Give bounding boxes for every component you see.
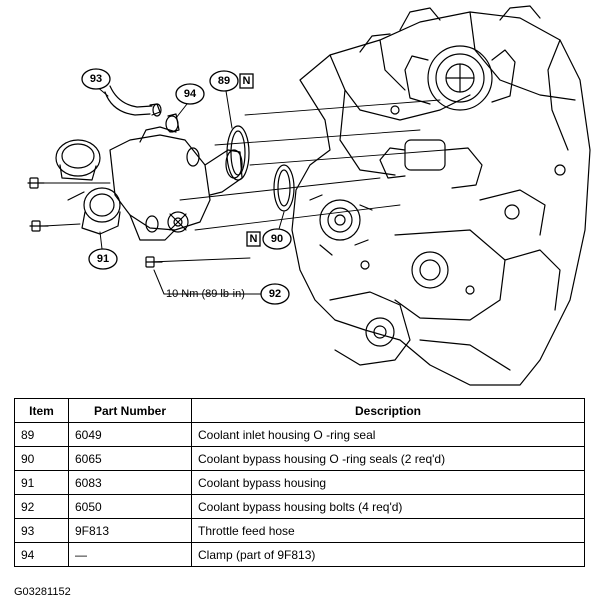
row-part-number: 6065 — [68, 446, 192, 471]
row-item: 89 — [14, 422, 69, 447]
torque-spec-label: 10 Nm (89 lb-in) — [166, 288, 245, 300]
row-part-number: 6049 — [68, 422, 192, 447]
table-header-row: Item Part Number Description — [14, 398, 585, 423]
row-description: Coolant inlet housing O -ring seal — [191, 422, 585, 447]
svg-text:90: 90 — [271, 233, 283, 245]
header-part-number: Part Number — [68, 398, 192, 423]
header-item: Item — [14, 398, 69, 423]
alignment-lines — [43, 99, 446, 263]
bypass-fitting — [145, 211, 189, 233]
callout-89: 89 — [209, 70, 239, 92]
row-item: 92 — [14, 494, 69, 519]
row-part-number: 6050 — [68, 494, 192, 519]
row-part-number: — — [68, 542, 192, 567]
callout-93: 93 — [81, 68, 111, 90]
row-description: Clamp (part of 9F813) — [191, 542, 585, 567]
row-item: 93 — [14, 518, 69, 543]
row-part-number: 9F813 — [68, 518, 192, 543]
svg-text:93: 93 — [90, 73, 102, 85]
svg-text:92: 92 — [269, 288, 281, 300]
bolt-92 — [145, 256, 163, 268]
callout-90: 90 — [262, 228, 292, 250]
row-item: 91 — [14, 470, 69, 495]
row-description: Coolant bypass housing — [191, 470, 585, 495]
row-item: 94 — [14, 542, 69, 567]
svg-text:N: N — [250, 233, 258, 245]
o-ring-seal-89 — [226, 125, 250, 181]
coolant-bypass-housing-91 — [67, 187, 121, 235]
table-row: 94 — Clamp (part of 9F813) — [14, 542, 585, 567]
o-ring-seal-90 — [186, 147, 295, 212]
thermostat-cap — [55, 139, 101, 181]
header-description: Description — [191, 398, 585, 423]
callout-91: 91 — [88, 248, 118, 270]
row-description: Throttle feed hose — [191, 518, 585, 543]
table-row: 89 6049 Coolant inlet housing O -ring se… — [14, 422, 585, 447]
bolt-left-lower — [29, 220, 49, 232]
callout-92: 92 — [260, 283, 290, 305]
svg-text:89: 89 — [218, 75, 230, 87]
new-part-marker-89: N — [239, 73, 254, 89]
row-description: Coolant bypass housing bolts (4 req'd) — [191, 494, 585, 519]
row-item: 90 — [14, 446, 69, 471]
throttle-feed-hose-93 — [104, 85, 162, 117]
exploded-view-diagram: 93 94 89 N N 90 91 92 10 Nm (8 — [27, 5, 591, 386]
table-row: 90 6065 Coolant bypass housing O -ring s… — [14, 446, 585, 471]
svg-text:94: 94 — [184, 88, 197, 100]
figure-id: G03281152 — [14, 586, 71, 598]
row-part-number: 6083 — [68, 470, 192, 495]
bolt-left-upper — [27, 177, 45, 189]
table-row: 91 6083 Coolant bypass housing — [14, 470, 585, 495]
parts-table: Item Part Number Description 89 6049 Coo… — [14, 398, 585, 567]
coolant-inlet-housing — [109, 126, 243, 241]
leader-lines — [95, 85, 285, 295]
callout-94: 94 — [175, 83, 205, 105]
clamp-94 — [165, 113, 180, 133]
table-row: 92 6050 Coolant bypass housing bolts (4 … — [14, 494, 585, 519]
svg-text:91: 91 — [97, 253, 109, 265]
table-row: 93 9F813 Throttle feed hose — [14, 518, 585, 543]
new-part-marker-90: N — [246, 231, 261, 247]
row-description: Coolant bypass housing O -ring seals (2 … — [191, 446, 585, 471]
engine-block-illustration — [291, 5, 591, 386]
svg-text:N: N — [243, 75, 251, 87]
